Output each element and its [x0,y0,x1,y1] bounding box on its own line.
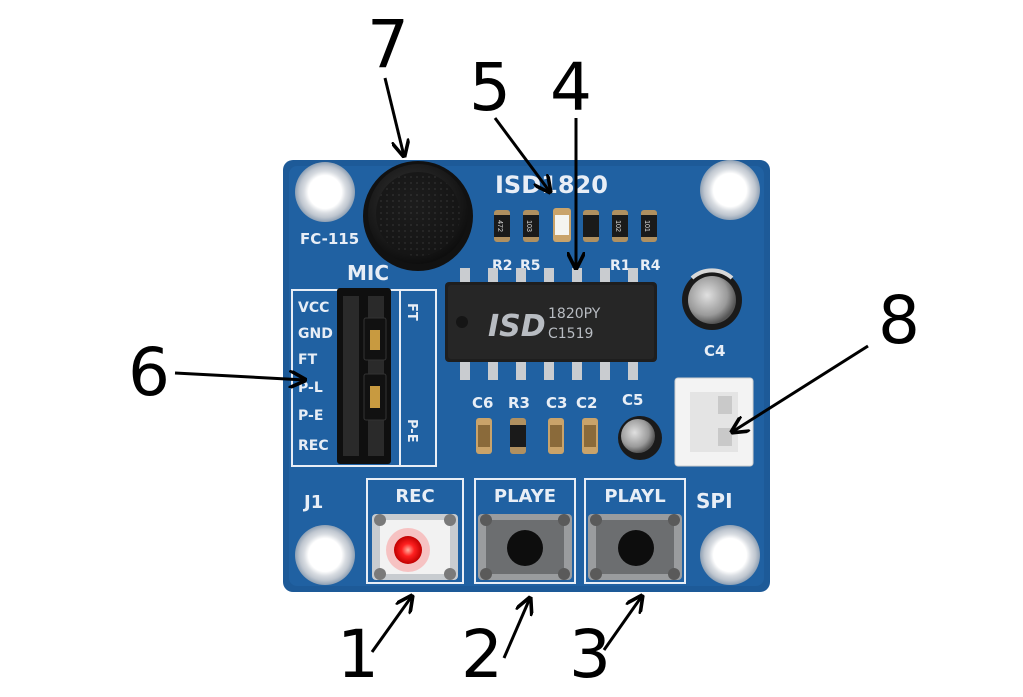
pin-label: GND [298,326,333,342]
res-label: R1 [610,258,631,274]
top-resistors: 472 103 102 101 [494,208,657,242]
callout-3: 3 [569,616,611,693]
ft-label: FT [404,303,419,321]
callout-arrows [174,77,869,659]
arrow-1 [370,596,412,653]
chip-title: ISD1820 [495,171,608,199]
callout-6: 6 [128,334,170,411]
playl-button[interactable] [588,514,682,580]
microphone [363,161,473,271]
capacitor-c4 [682,268,742,330]
rec-button[interactable] [372,514,458,580]
res-code: 101 [643,220,650,232]
spi-label: SPI [696,489,733,513]
arrow-3 [602,596,642,651]
callout-4: 4 [550,49,592,126]
res-code: 472 [496,220,503,232]
chip-part: 1820PY [548,306,601,322]
res-code: 103 [525,220,532,232]
mic-label: MIC [347,261,389,285]
button-label-playl: PLAYL [604,486,665,507]
comp-label: C6 [472,394,493,412]
chip-brand: ISD [488,309,546,344]
arrow-6 [174,373,305,380]
callout-5: 5 [469,49,511,126]
pe-label: P-E [404,419,419,443]
isd1820-chip: ISD 1820PY C1519 [445,268,657,380]
pin-header: FT P-E VCC GND FT P-L P-E REC [291,288,437,467]
playe-button[interactable] [478,514,572,580]
cap-c4-label: C4 [704,342,725,360]
spi-connector [674,377,754,467]
status-led [553,208,571,242]
button-label-rec: REC [395,486,434,507]
pin-label: REC [298,438,329,454]
callout-1: 1 [337,616,379,693]
pin-label: FT [298,352,318,368]
res-label: R4 [640,258,661,274]
button-label-playe: PLAYE [494,486,556,507]
callout-8: 8 [878,282,920,359]
model-label: FC-115 [300,230,359,248]
arrow-2 [502,598,530,659]
cap-c5-label: C5 [622,391,643,409]
pin-label: VCC [298,300,329,316]
mounting-holes [295,160,760,585]
comp-label: C3 [546,394,567,412]
callout-2: 2 [461,616,503,693]
bottom-components: C6 R3 C3 C2 [472,394,598,454]
rec-led-icon [394,536,422,564]
chip-code: C1519 [548,326,593,342]
jumper-label: J1 [302,492,323,513]
pin-label: P-L [298,380,323,396]
comp-label: R3 [508,394,530,412]
pin-label: P-E [298,408,323,424]
callout-7: 7 [367,6,409,83]
arrow-8 [732,344,869,432]
buttons: REC PLAYE PLAYL [366,478,686,584]
arrow-7 [383,77,404,156]
res-code: 102 [614,220,621,232]
arrow-5 [493,117,550,192]
comp-label: C2 [576,394,597,412]
capacitor-c5 [618,416,662,460]
